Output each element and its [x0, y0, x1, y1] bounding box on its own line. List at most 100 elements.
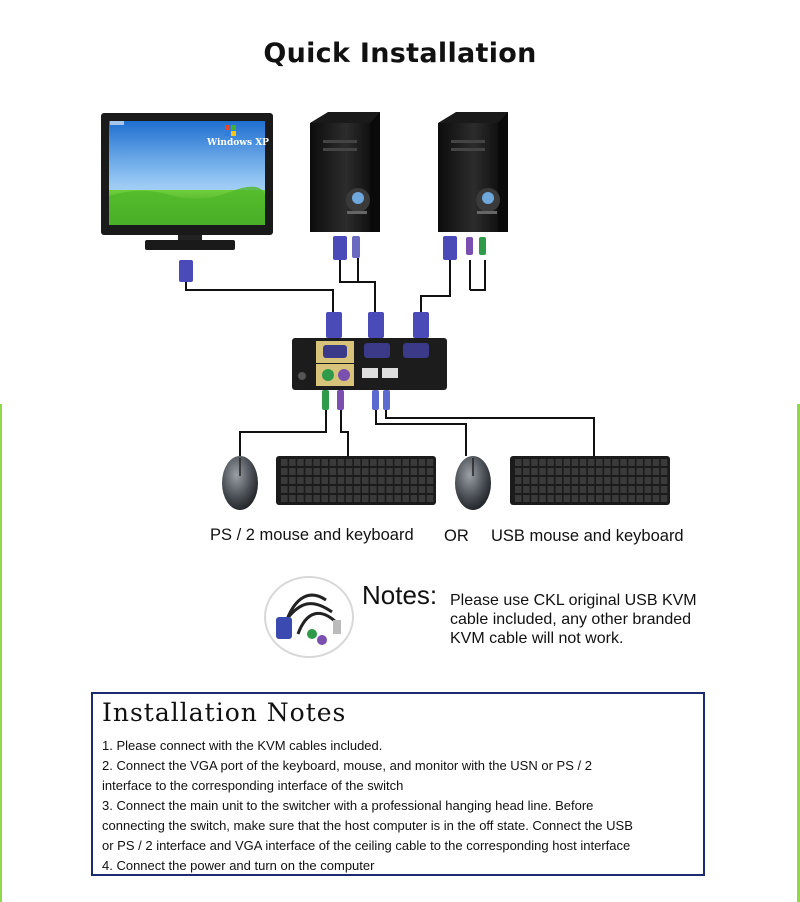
- usb-caption: USB mouse and keyboard: [491, 527, 684, 545]
- keyboard-key: [321, 459, 328, 466]
- notes-label: Notes:: [362, 580, 438, 610]
- keyboard-key: [281, 477, 288, 484]
- keyboard-key: [644, 495, 652, 502]
- keyboard-key: [353, 495, 361, 502]
- keyboard-key: [410, 495, 418, 502]
- keyboard-key: [596, 477, 603, 484]
- keyboard-key: [370, 468, 377, 475]
- keyboard-key: [636, 459, 643, 466]
- keyboard-key: [604, 486, 611, 493]
- keyboard-key: [539, 495, 546, 502]
- keyboard-key: [313, 468, 320, 475]
- keyboard-key: [337, 459, 345, 466]
- keyboard-key: [289, 468, 296, 475]
- keyboard-key: [337, 468, 345, 475]
- installation-note-line: 4. Connect the power and turn on the com…: [102, 858, 375, 873]
- keyboard-key: [596, 495, 603, 502]
- keyboard-key: [410, 459, 418, 466]
- keyboard-key: [628, 477, 635, 484]
- keyboard-key: [426, 477, 434, 484]
- keyboard-key: [539, 486, 546, 493]
- keyboard-key: [515, 486, 522, 493]
- keyboard-key: [329, 486, 337, 493]
- keyboard-key: [402, 459, 409, 466]
- installation-note-line: 1. Please connect with the KVM cables in…: [102, 738, 383, 753]
- keyboard-key: [353, 468, 361, 475]
- keyboard-key: [515, 495, 522, 502]
- keyboard-key: [426, 459, 434, 466]
- notes-line: Please use CKL original USB KVM: [450, 592, 697, 609]
- keyboard-key: [386, 477, 393, 484]
- installation-note-line: or PS / 2 interface and VGA interface of…: [102, 838, 631, 853]
- keyboard-key: [386, 495, 393, 502]
- keyboard-key: [281, 468, 288, 475]
- keyboard-key: [353, 459, 361, 466]
- keyboard-key: [297, 486, 304, 493]
- keyboard-key: [362, 459, 369, 466]
- keyboard-key: [289, 459, 296, 466]
- keyboard-key: [523, 468, 530, 475]
- keyboard-key: [402, 486, 409, 493]
- installation-note-line: 2. Connect the VGA port of the keyboard,…: [102, 758, 592, 773]
- computer-tower-1: [310, 112, 380, 232]
- right-edge-accent: [797, 404, 800, 902]
- keyboard-key: [426, 495, 434, 502]
- installation-notes-box: Installation Notes 1. Please connect wit…: [91, 692, 705, 876]
- keyboard-key: [652, 477, 660, 484]
- keyboard-key: [305, 486, 312, 493]
- keyboard-key: [362, 468, 369, 475]
- keyboard-key: [329, 477, 337, 484]
- vga-connector-icons: [179, 236, 486, 338]
- keyboard-key: [370, 486, 377, 493]
- keyboard-key: [370, 495, 377, 502]
- keyboard-key: [321, 495, 328, 502]
- keyboard-key: [353, 477, 361, 484]
- keyboard-key: [313, 459, 320, 466]
- keyboard-key: [555, 495, 562, 502]
- keyboard-key: [547, 459, 554, 466]
- keyboard-key: [596, 459, 603, 466]
- keyboard-key: [281, 486, 288, 493]
- keyboard-key: [313, 495, 320, 502]
- keyboard-key: [337, 477, 345, 484]
- ps2-plug-icons: [322, 390, 390, 410]
- monitor: Windows XP: [101, 113, 273, 250]
- keyboard-key: [644, 486, 652, 493]
- keyboard-key: [612, 495, 619, 502]
- keyboard-key: [329, 459, 337, 466]
- keyboard-key: [604, 477, 611, 484]
- keyboard-key: [410, 486, 418, 493]
- left-edge-accent: [0, 404, 2, 902]
- keyboard-icon: [276, 456, 436, 505]
- keyboard-key: [321, 468, 328, 475]
- keyboard-key: [587, 486, 595, 493]
- keyboard-key: [587, 459, 595, 466]
- keyboard-key: [660, 486, 668, 493]
- keyboard-key: [394, 468, 401, 475]
- notes-text: Please use CKL original USB KVM cable in…: [450, 591, 750, 648]
- keyboard-key: [652, 468, 660, 475]
- keyboard-key: [297, 468, 304, 475]
- keyboard-key: [362, 495, 369, 502]
- keyboard-key: [579, 495, 587, 502]
- keyboard-key: [636, 477, 643, 484]
- keyboard-key: [652, 495, 660, 502]
- windows-logo-icon: [225, 125, 236, 136]
- keyboard-key: [402, 495, 409, 502]
- keyboard-key: [555, 486, 562, 493]
- keyboard-key: [289, 495, 296, 502]
- keyboard-key: [418, 495, 426, 502]
- keyboard-key: [579, 459, 587, 466]
- keyboard-key: [555, 468, 562, 475]
- keyboard-key: [644, 468, 652, 475]
- keyboard-key: [531, 468, 538, 475]
- keyboard-key: [531, 486, 538, 493]
- keyboard-key: [628, 495, 635, 502]
- keyboard-key: [539, 468, 546, 475]
- keyboard-key: [523, 477, 530, 484]
- keyboard-key: [305, 495, 312, 502]
- keyboard-key: [394, 495, 401, 502]
- keyboard-key: [394, 477, 401, 484]
- keyboard-key: [515, 459, 522, 466]
